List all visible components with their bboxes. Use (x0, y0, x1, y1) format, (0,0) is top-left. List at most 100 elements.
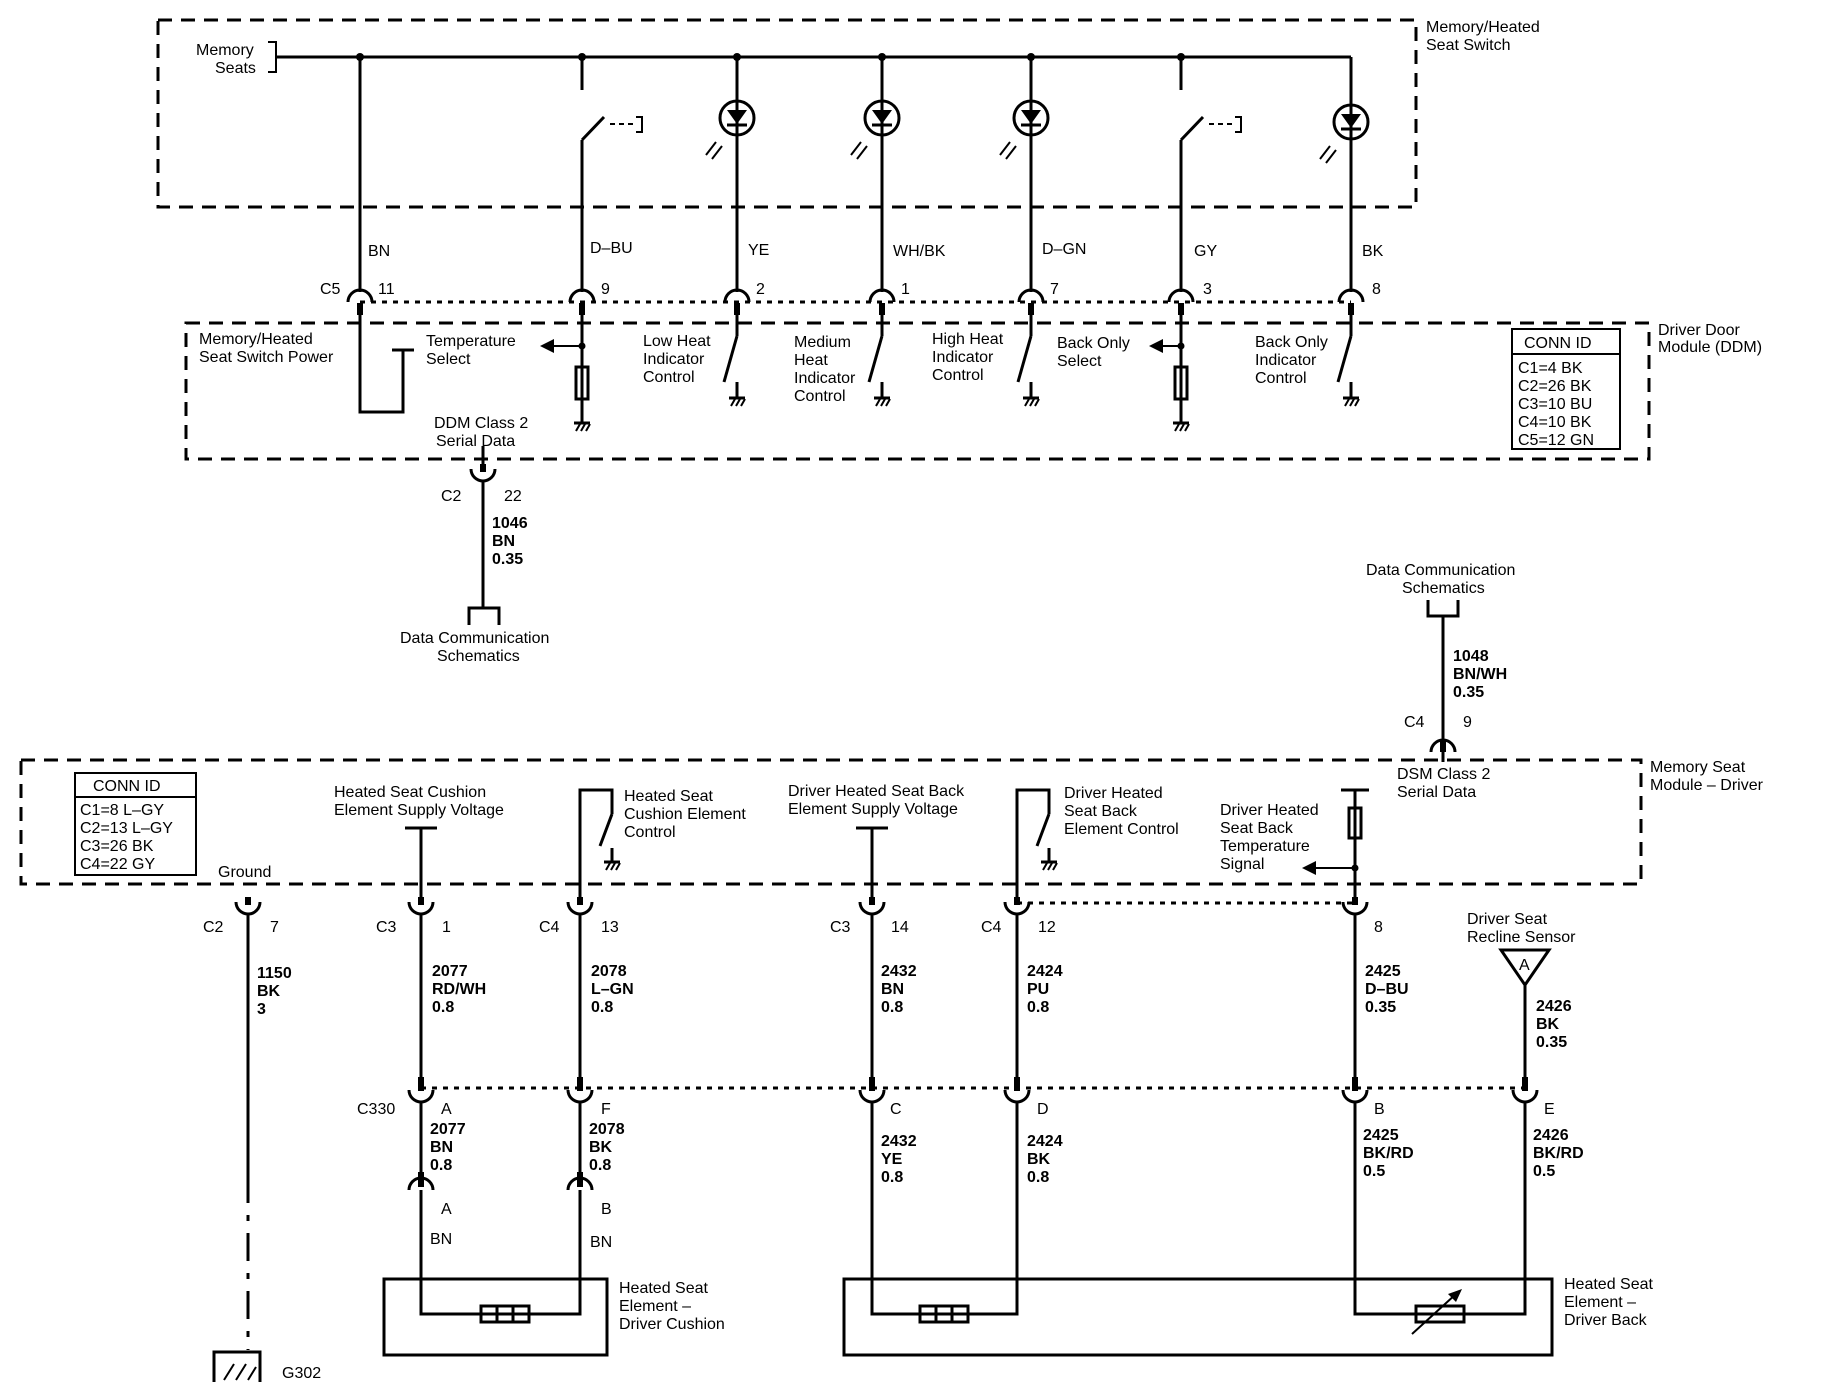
connector-terminal-icon (234, 897, 262, 916)
switch-contact-icon (580, 115, 606, 142)
wire-color: BK (257, 983, 281, 1000)
back-heater-loop (870, 1279, 1019, 1316)
ground-icon (1343, 396, 1360, 407)
wire-color: BK/RD (1533, 1145, 1584, 1162)
msm-label-ground: Ground (218, 864, 271, 881)
switch-contact-icon (636, 116, 643, 133)
wire-color: BK/RD (1363, 1145, 1414, 1162)
ddm-label-medium-heat: Control (794, 388, 846, 405)
dsm-serial-label: Serial Data (1397, 784, 1476, 801)
wire-color: D–BU (1365, 981, 1409, 998)
wire-color: BN (430, 1139, 453, 1156)
wire-circuit: 1048 (1453, 648, 1489, 665)
wire-circuit: 2425 (1365, 963, 1401, 980)
ground-icon (604, 860, 621, 871)
led-icon (1319, 57, 1370, 292)
ground-icon (1173, 421, 1190, 432)
ddm-serial-label: Serial Data (436, 433, 515, 450)
dsm-serial-source: Schematics (1402, 580, 1485, 597)
pin-number: 8 (1374, 919, 1383, 936)
ddm-label-high-heat: Control (932, 367, 984, 384)
ddm-label-back-only-indicator: Indicator (1255, 352, 1317, 369)
wire-circuit: 2432 (881, 963, 917, 980)
wire-circuit: 2078 (589, 1121, 625, 1138)
ddm-label-temp-select-1: Temperature (426, 333, 516, 350)
back-control-switch (1015, 788, 1058, 900)
wire-gauge: 0.8 (881, 1169, 903, 1186)
conn-id-row: C5=12 GN (1518, 432, 1594, 449)
c330-pin: F (601, 1101, 611, 1118)
wire-color: BN (590, 1234, 612, 1251)
memory-seats-2: Seats (215, 60, 256, 77)
ddm-label-high-heat: Indicator (932, 349, 994, 366)
wire-circuit: 2078 (591, 963, 627, 980)
wire-gauge: 0.35 (1365, 999, 1396, 1016)
connector-terminal-icon (407, 897, 435, 916)
msm-label-cushion-control: Cushion Element (624, 806, 746, 823)
ddm-serial-label: DDM Class 2 (434, 415, 528, 432)
ddm-label-back-only-indicator: Control (1255, 370, 1307, 387)
connector-terminal-icon (1341, 897, 1369, 916)
wire-gauge: 0.35 (1453, 684, 1484, 701)
wire-color: GY (1194, 243, 1217, 260)
connector-terminal-icon (566, 1172, 594, 1191)
pin-number: 2 (756, 281, 765, 298)
back-element-box (842, 1277, 1554, 1357)
c330-pin: D (1037, 1101, 1049, 1118)
conn-id-row: C4=22 GY (80, 856, 155, 873)
ddm-label-switch-power-1: Memory/Heated (199, 331, 313, 348)
pin-number: 3 (1203, 281, 1212, 298)
wire-circuit: 2424 (1027, 963, 1063, 980)
wire-gauge: 0.8 (589, 1157, 611, 1174)
wire-color: BK (1027, 1151, 1051, 1168)
pin-number: 13 (601, 919, 619, 936)
heater-element-icon (918, 1304, 970, 1324)
ddm-label-back-only-indicator: Back Only (1255, 334, 1328, 351)
msm-box (19, 758, 1643, 886)
wire-circuit: 2077 (430, 1121, 466, 1138)
wire-circuit: 1046 (492, 515, 528, 532)
recline-sensor-label: Driver Seat (1467, 911, 1548, 928)
wire-color: PU (1027, 981, 1049, 998)
msm-label-back-supply: Element Supply Voltage (788, 801, 958, 818)
wire-circuit: 2425 (1363, 1127, 1399, 1144)
thermistor-loop (1353, 1279, 1527, 1316)
connector-terminal-icon (1337, 288, 1365, 315)
reference-bracket-icon (467, 606, 501, 625)
connector-label: C4 (539, 919, 560, 936)
memory-seats-1: Memory (196, 42, 254, 59)
conn-id-row: C1=4 BK (1518, 360, 1583, 377)
connector-terminal-icon (1429, 738, 1457, 753)
ground-icon (729, 396, 746, 407)
ddm-label-low-heat: Low Heat (643, 333, 711, 350)
pin-number: 12 (1038, 919, 1056, 936)
msm-title-2: Module – Driver (1650, 777, 1764, 794)
heater-element-icon (479, 1304, 531, 1324)
dsm-serial-source: Data Communication (1366, 562, 1515, 579)
connector-terminal-icon (346, 288, 374, 315)
pin-number: 1 (442, 919, 451, 936)
ddm-title-2: Module (DDM) (1658, 339, 1762, 356)
pin-number: 22 (504, 488, 522, 505)
ground-icon (574, 421, 591, 432)
thermistor-icon (1411, 1289, 1466, 1335)
wire-color: D–GN (1042, 241, 1086, 258)
msm-label-back-control: Driver Heated (1064, 785, 1163, 802)
wire-color: BN (430, 1231, 452, 1248)
pin-number: 9 (601, 281, 610, 298)
connector-terminal-icon (858, 897, 886, 916)
connector-label: C4 (1404, 714, 1425, 731)
conn-id-title: CONN ID (1524, 335, 1592, 352)
wire-gauge: 0.5 (1363, 1163, 1385, 1180)
pin-number: 9 (1463, 714, 1472, 731)
cushion-heater-loop (419, 1279, 582, 1316)
connector-label: C3 (376, 919, 397, 936)
ddm-label-low-heat: Indicator (643, 351, 705, 368)
ddm-label-temp-select-2: Select (426, 351, 471, 368)
connector-terminal-icon (868, 288, 896, 315)
ddm-serial-dest: Schematics (437, 648, 520, 665)
msm-label-temp-signal: Driver Heated (1220, 802, 1319, 819)
led-icon (850, 57, 901, 292)
c330-pin: C (890, 1101, 902, 1118)
